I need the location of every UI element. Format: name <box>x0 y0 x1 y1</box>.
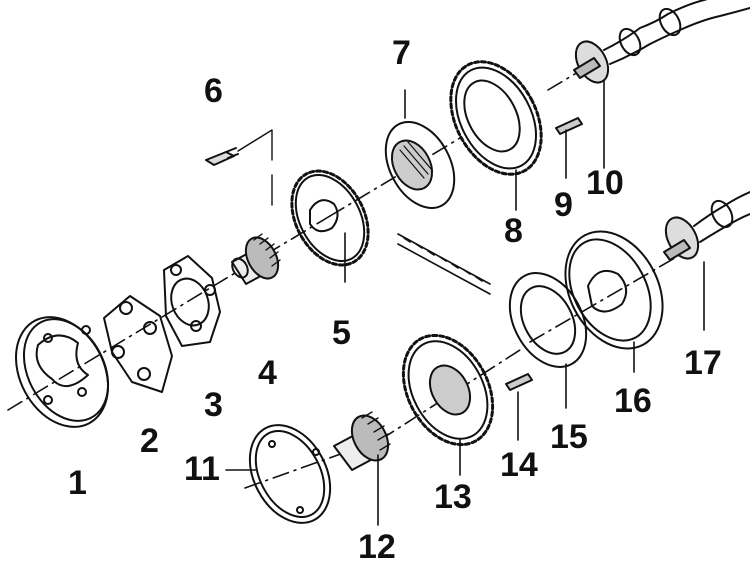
part-3-plate <box>163 255 221 347</box>
callout-1: 1 <box>68 464 87 502</box>
part-15-gasket <box>508 272 588 409</box>
callout-9: 9 <box>554 186 573 224</box>
part-17-camshaft <box>663 191 750 331</box>
part-10-camshaft <box>573 0 750 169</box>
callout-4: 4 <box>258 354 277 392</box>
callout-10: 10 <box>586 164 624 202</box>
callout-3: 3 <box>204 386 223 424</box>
callout-7: 7 <box>392 34 411 72</box>
part-8-sprocket <box>449 60 543 211</box>
part-6-bolt <box>205 129 273 206</box>
callout-11: 11 <box>184 450 220 488</box>
callout-5: 5 <box>332 314 351 352</box>
callout-17: 17 <box>684 344 722 382</box>
part-4-hub <box>231 233 281 285</box>
part-2-gasket <box>103 295 173 393</box>
callout-13: 13 <box>434 478 472 516</box>
callout-16: 16 <box>614 382 652 420</box>
callout-14: 14 <box>500 446 538 484</box>
callout-8: 8 <box>504 212 523 250</box>
part-12-hub <box>333 411 391 526</box>
callout-2: 2 <box>140 422 159 460</box>
timing-chain <box>397 233 491 295</box>
part-9-stud <box>555 117 583 179</box>
callout-6: 6 <box>204 72 223 110</box>
part-16-cover <box>564 230 664 373</box>
part-14-stud <box>505 373 533 441</box>
part-7-hub <box>384 89 456 209</box>
part-5-sprocket <box>290 169 370 283</box>
part-1-cover <box>14 316 110 428</box>
part-11-gasket <box>225 424 332 524</box>
callout-15: 15 <box>550 418 588 456</box>
callout-12: 12 <box>358 528 396 566</box>
part-13-sprocket <box>401 333 495 476</box>
